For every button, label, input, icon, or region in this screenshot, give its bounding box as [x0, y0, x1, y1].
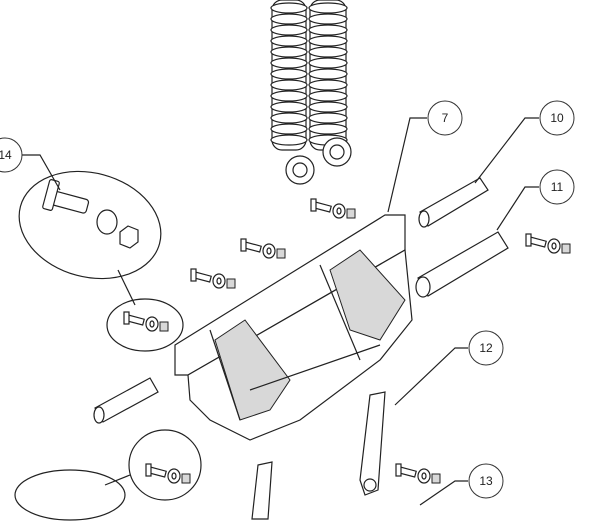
spring-coil [308, 24, 348, 36]
spring-coil [308, 46, 348, 58]
spring-coil [270, 2, 308, 14]
callout-label: 12 [479, 341, 493, 355]
spring-coil [270, 68, 308, 80]
spring-coil [270, 101, 308, 113]
callout-label: 14 [0, 148, 12, 162]
spring-coil [270, 90, 308, 102]
callout-7: 7 [427, 100, 463, 136]
spring-coil [308, 2, 348, 14]
spring-coil [308, 35, 348, 47]
pins [93, 177, 509, 424]
spring-coil [270, 13, 308, 25]
spring-coil [270, 35, 308, 47]
callout-label: 13 [479, 474, 493, 488]
bolt-set [123, 311, 169, 332]
spring-coil [308, 112, 348, 124]
callout-10: 10 [539, 100, 575, 136]
bolt-set [395, 463, 441, 484]
bolt-set [240, 238, 286, 259]
spring-coil [308, 68, 348, 80]
bolt-set [145, 463, 191, 484]
bolt-set [525, 233, 571, 254]
spring-coil [308, 57, 348, 69]
bolt-hardware [123, 198, 571, 484]
callout-13: 13 [468, 463, 504, 499]
detail-views [14, 170, 202, 521]
spring-coil [270, 134, 308, 146]
bolt-set [190, 268, 236, 289]
callout-label: 10 [550, 111, 564, 125]
spring-coil [308, 123, 348, 135]
spring-coil [308, 101, 348, 113]
spring-coil [270, 46, 308, 58]
spring-coil [308, 79, 348, 91]
callout-label: 7 [442, 111, 449, 125]
spring-coil [270, 79, 308, 91]
spring-coil [308, 13, 348, 25]
spring-assembly [270, 0, 352, 185]
spring-coil [270, 112, 308, 124]
callout-14: 14 [0, 137, 23, 173]
levers [251, 391, 386, 520]
callout-12: 12 [468, 330, 504, 366]
callout-label: 11 [551, 180, 564, 194]
leader-lines [22, 117, 539, 506]
callout-11: 11 [539, 169, 575, 205]
bolt-set [310, 198, 356, 219]
mounting-plate [174, 214, 413, 441]
spring-coil [270, 24, 308, 36]
spring-coil [270, 57, 308, 69]
spring-coil [270, 123, 308, 135]
spring-coil [308, 90, 348, 102]
